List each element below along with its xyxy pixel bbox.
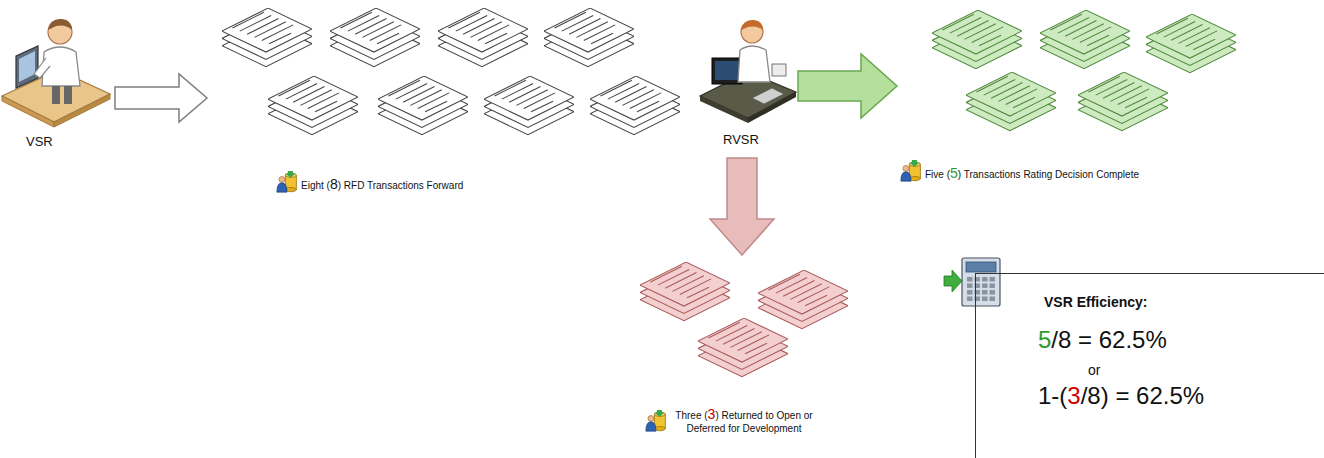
rfd-documents bbox=[222, 8, 680, 135]
group-caption: Five (5) Transactions Rating Decision Co… bbox=[925, 165, 1139, 182]
group-caption: Three (3) Returned to Open or Deferred f… bbox=[669, 406, 819, 435]
block-arrow bbox=[710, 158, 774, 255]
block-arrow bbox=[115, 74, 207, 122]
document-group: Eight (8) RFD Transactions Forward bbox=[210, 0, 690, 196]
calculator-icon bbox=[944, 258, 1000, 306]
highlight-digit: 8 bbox=[330, 176, 338, 192]
staff-figure: RVSR bbox=[695, 10, 795, 155]
role-label: VSR bbox=[26, 134, 53, 150]
formula: 5/8 = 62.5% bbox=[1038, 326, 1167, 355]
complete-documents bbox=[932, 10, 1236, 131]
returned-documents bbox=[640, 262, 848, 377]
highlight-digit: 3 bbox=[708, 406, 716, 422]
caption-icon bbox=[277, 171, 296, 192]
group-caption: Eight (8) RFD Transactions Forward bbox=[301, 176, 463, 193]
block-arrow bbox=[798, 54, 897, 118]
document-group: Five (5) Transactions Rating Decision Co… bbox=[900, 0, 1235, 186]
vsr-figure bbox=[2, 19, 110, 127]
role-label: RVSR bbox=[723, 132, 759, 148]
staff-figure: VSR bbox=[0, 0, 112, 160]
formula: 1-(3/8) = 62.5% bbox=[1038, 382, 1204, 411]
caption-icon bbox=[646, 410, 665, 431]
rvsr-figure bbox=[700, 20, 796, 123]
highlight-digit: 5 bbox=[1038, 326, 1051, 353]
highlight-digit: 3 bbox=[1067, 382, 1080, 409]
highlight-digit: 5 bbox=[950, 165, 958, 181]
document-group: Three (3) Returned to Open or Deferred f… bbox=[625, 258, 865, 457]
formula-or: or bbox=[1088, 362, 1100, 379]
formula-panel: VSR Efficiency: 5/8 = 62.5% or 1-(3/8) = 62… bbox=[975, 273, 1324, 458]
panel-heading: VSR Efficiency: bbox=[1044, 294, 1147, 311]
caption-icon bbox=[901, 160, 920, 181]
